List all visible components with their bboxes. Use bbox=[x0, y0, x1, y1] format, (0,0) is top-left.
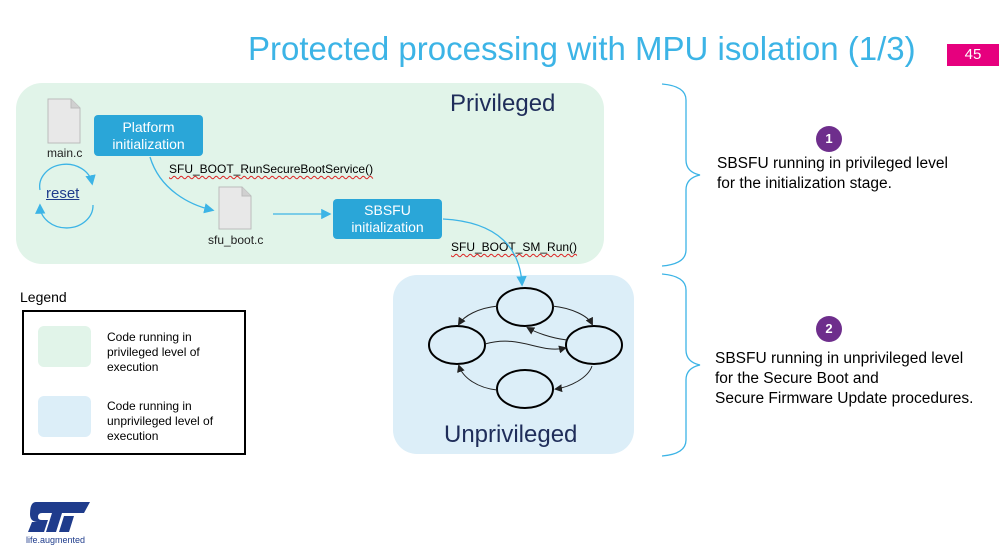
legend-swatch-privileged bbox=[38, 326, 91, 367]
page-number: 45 bbox=[947, 44, 999, 66]
legend-label-privileged: Code running in privileged level of exec… bbox=[107, 330, 200, 374]
legend-label-unprivileged: Code running in unprivileged level of ex… bbox=[107, 399, 214, 443]
main-file-label: main.c bbox=[47, 146, 83, 160]
legend-title: Legend bbox=[20, 289, 67, 305]
step-1-line-1: SBSFU running in privileged level bbox=[717, 155, 948, 172]
step-1-badge: 1 bbox=[816, 126, 842, 152]
legend-box bbox=[22, 310, 246, 455]
state-left bbox=[428, 325, 486, 365]
st-logo-icon bbox=[28, 502, 90, 532]
sbsfu-init-box: SBSFU initialization bbox=[333, 199, 442, 239]
state-bottom bbox=[496, 369, 554, 409]
step-2-text: SBSFU running in unprivileged level for … bbox=[715, 349, 973, 409]
sm-run-call: SFU_BOOT_SM_Run() bbox=[451, 240, 578, 254]
privileged-region bbox=[16, 83, 604, 264]
step-2-badge: 2 bbox=[816, 316, 842, 342]
step-1-text: SBSFU running in privileged level for th… bbox=[717, 154, 948, 194]
state-right bbox=[565, 325, 623, 365]
main-file-icon bbox=[47, 98, 81, 144]
step-2-line-3: Secure Firmware Update procedures. bbox=[715, 390, 974, 407]
step-2-line-2: for the Secure Boot and bbox=[715, 370, 879, 387]
page-title: Protected processing with MPU isolation … bbox=[248, 30, 916, 67]
sfu-boot-file-label: sfu_boot.c bbox=[208, 233, 264, 247]
state-top bbox=[496, 287, 554, 327]
privileged-label: Privileged bbox=[450, 90, 556, 117]
reset-label: reset bbox=[46, 185, 80, 202]
platform-init-box: Platform initialization bbox=[94, 115, 203, 156]
secure-boot-service-call: SFU_BOOT_RunSecureBootService() bbox=[169, 162, 374, 176]
step-1-line-2: for the initialization stage. bbox=[717, 175, 892, 192]
logo-tagline: life.augmented bbox=[26, 535, 86, 545]
unprivileged-label: Unprivileged bbox=[444, 421, 578, 448]
sfu-boot-file-icon bbox=[218, 186, 252, 230]
step-2-line-1: SBSFU running in unprivileged level bbox=[715, 350, 964, 367]
legend-swatch-unprivileged bbox=[38, 396, 91, 437]
